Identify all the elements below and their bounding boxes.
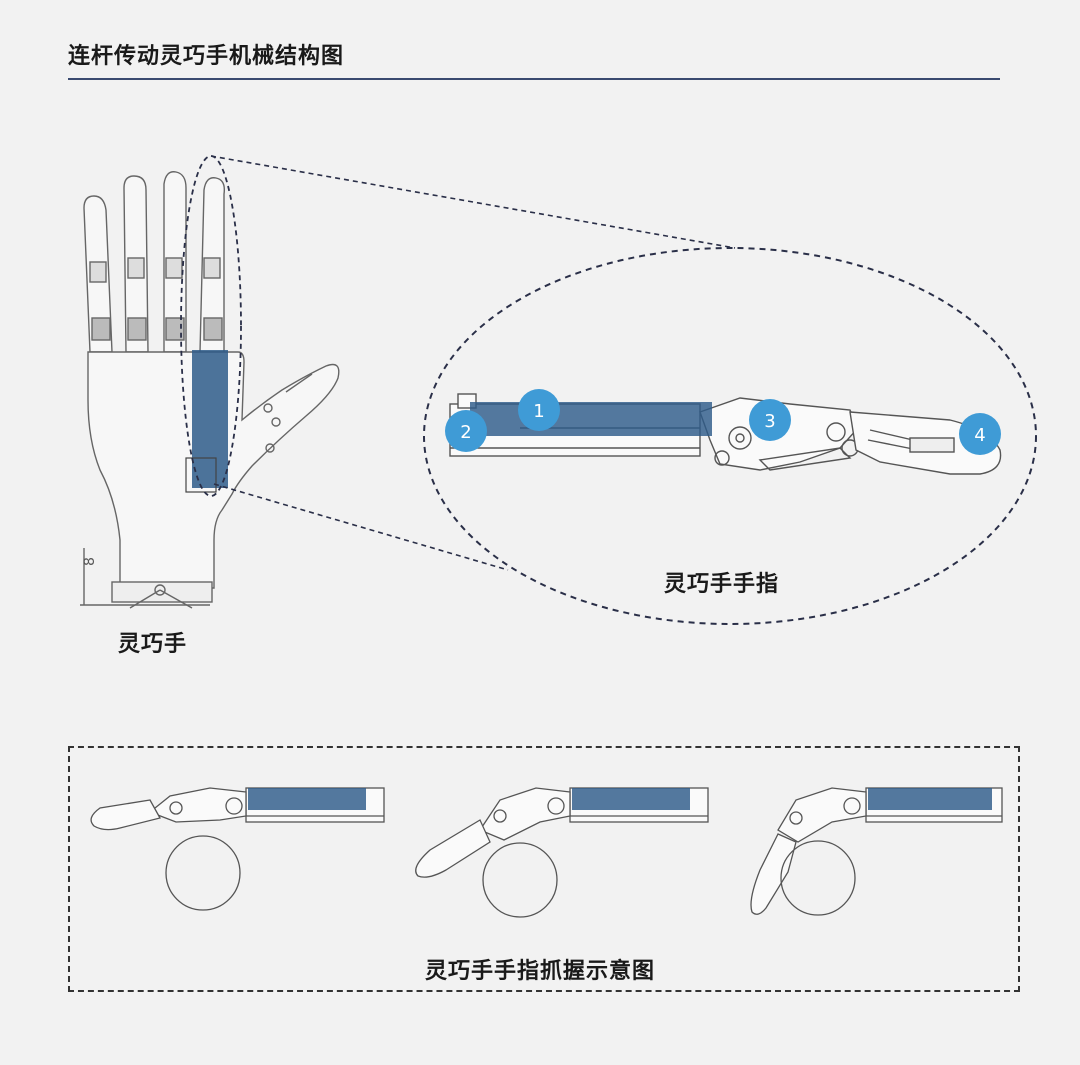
page-title: 连杆传动灵巧手机械结构图 bbox=[68, 44, 345, 69]
finger-index bbox=[83, 195, 113, 353]
dimension-mark: 8 bbox=[82, 557, 98, 566]
finger-actuator-highlight bbox=[470, 402, 712, 436]
grasp-caption: 灵巧手手指抓握示意图 bbox=[424, 959, 655, 984]
grasp-panel bbox=[68, 746, 1020, 992]
finger-caption: 灵巧手手指 bbox=[664, 572, 780, 597]
title-divider bbox=[68, 78, 1000, 80]
finger-little bbox=[199, 177, 226, 353]
badge-4: 4 bbox=[959, 413, 1001, 455]
hand-caption: 灵巧手 bbox=[118, 632, 188, 657]
badge-3: 3 bbox=[749, 399, 791, 441]
zoom-line-top bbox=[210, 155, 736, 249]
finger-middle bbox=[123, 175, 149, 353]
palm-actuator-highlight bbox=[192, 350, 228, 488]
svg-text:2: 2 bbox=[460, 422, 471, 443]
grasp-stage-1 bbox=[90, 787, 385, 911]
zoom-line-bottom bbox=[213, 483, 509, 571]
palm-base-joint bbox=[185, 457, 217, 493]
svg-text:1: 1 bbox=[533, 401, 544, 422]
grasp-stage-3 bbox=[750, 787, 1003, 916]
badge-1: 1 bbox=[518, 389, 560, 431]
svg-text:3: 3 bbox=[764, 411, 775, 432]
badge-2: 2 bbox=[445, 410, 487, 452]
finger-ring bbox=[163, 171, 187, 353]
svg-text:4: 4 bbox=[974, 425, 985, 446]
finger-selection-ellipse bbox=[180, 155, 242, 497]
grasp-stage-2 bbox=[415, 787, 709, 918]
finger-zoom-ellipse bbox=[423, 247, 1037, 625]
